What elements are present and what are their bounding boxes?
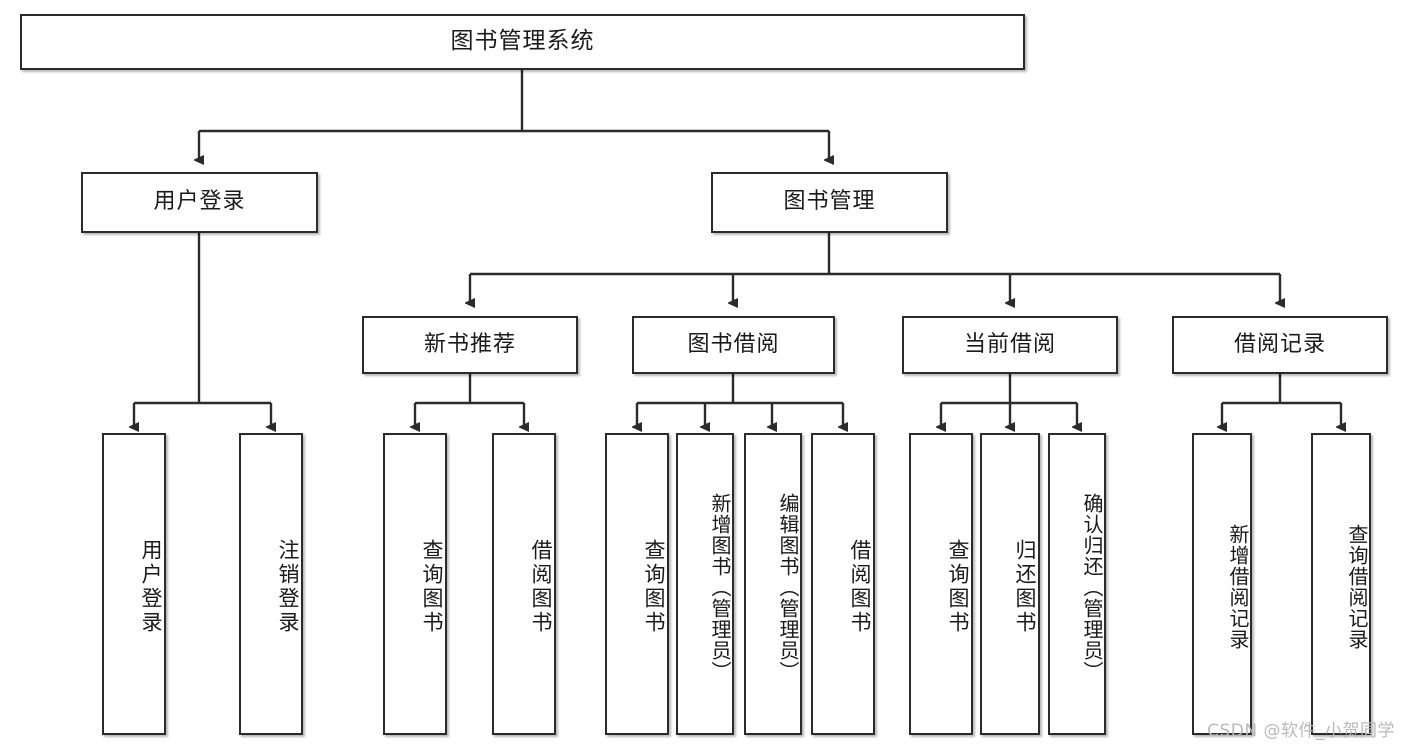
leaf-return-book[interactable]: 归还图书	[980, 433, 1040, 735]
node-borrow-record[interactable]: 借阅记录	[1172, 316, 1388, 374]
node-current-borrow[interactable]: 当前借阅	[902, 316, 1118, 374]
leaf-user-login[interactable]: 用户登录	[102, 433, 166, 735]
leaf-borrow-book[interactable]: 借阅图书	[811, 433, 875, 735]
leaf-logout[interactable]: 注销登录	[239, 433, 303, 735]
leaf-edit-book-admin[interactable]: 编辑图书（管理员）	[744, 433, 802, 735]
leaf-query-book-current[interactable]: 查询图书	[909, 433, 973, 735]
node-book-borrow[interactable]: 图书借阅	[632, 316, 835, 374]
leaf-borrow-book-recommend[interactable]: 借阅图书	[492, 433, 556, 735]
leaf-query-borrow-record[interactable]: 查询借阅记录	[1311, 433, 1371, 735]
node-user-login[interactable]: 用户登录	[81, 172, 318, 233]
leaf-query-book-recommend[interactable]: 查询图书	[383, 433, 447, 735]
node-book-management[interactable]: 图书管理	[711, 172, 948, 233]
node-new-book-recommend[interactable]: 新书推荐	[362, 316, 578, 374]
leaf-query-book-borrow[interactable]: 查询图书	[605, 433, 669, 735]
leaf-confirm-return-admin[interactable]: 确认归还（管理员）	[1048, 433, 1106, 735]
leaf-add-borrow-record[interactable]: 新增借阅记录	[1192, 433, 1252, 735]
node-root[interactable]: 图书管理系统	[20, 14, 1025, 70]
leaf-add-book-admin[interactable]: 新增图书（管理员）	[676, 433, 734, 735]
csdn-watermark: CSDN @软件_小贺同学	[1207, 721, 1395, 741]
